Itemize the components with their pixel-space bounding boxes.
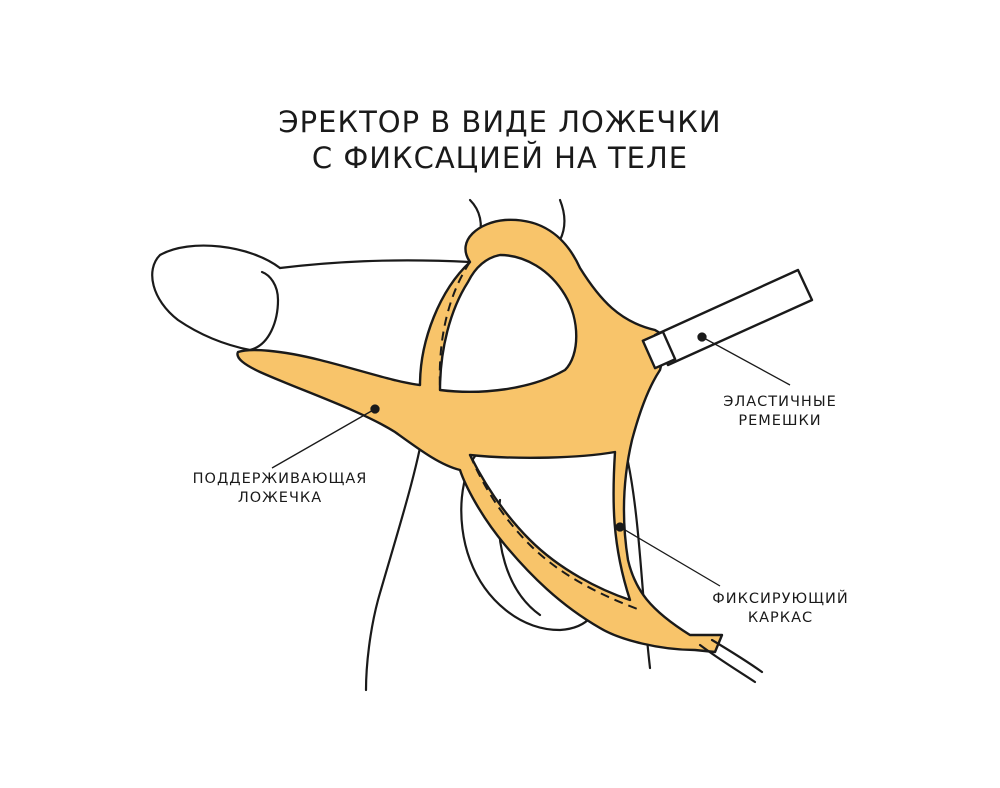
leader-dot-spoon — [370, 404, 380, 414]
thigh-outline-left — [364, 418, 427, 692]
title-line-1: ЭРЕКТОР В ВИДЕ ЛОЖЕЧКИ — [278, 105, 722, 139]
elastic-strap-upper — [653, 268, 814, 367]
leader-line-spoon — [271, 408, 376, 469]
glans-outline — [151, 244, 282, 352]
dashed-ring-left — [438, 261, 471, 389]
diagram-title: ЭРЕКТОР В ВИДЕ ЛОЖЕЧКИ С ФИКСАЦИЕЙ НА ТЕ… — [0, 104, 1000, 176]
label-frame-line-1: ФИКСИРУЮЩИЙ — [712, 591, 849, 607]
label-spoon-line-2: ЛОЖЕЧКА — [237, 490, 323, 506]
leg-outline — [558, 198, 566, 242]
label-spoon-line-1: ПОДДЕРЖИВАЮЩАЯ — [192, 471, 368, 487]
leader-dot-frame — [615, 522, 625, 532]
shaft-outline — [278, 259, 472, 270]
label-supporting-spoon: ПОДДЕРЖИВАЮЩАЯ ЛОЖЕЧКА — [180, 470, 380, 508]
elastic-strap-lower-2 — [710, 638, 764, 674]
testicle-outline-back — [460, 448, 600, 632]
elastic-strap-lower — [698, 643, 757, 684]
device-frame — [236, 218, 724, 654]
dashed-frame-lower — [469, 454, 641, 611]
label-frame-line-2: КАРКАС — [747, 610, 814, 626]
leader-line-straps — [701, 336, 791, 386]
label-fixing-frame: ФИКСИРУЮЩИЙ КАРКАС — [693, 590, 868, 628]
fixing-frame — [236, 218, 724, 654]
leader-line-frame — [619, 526, 721, 587]
label-elastic-straps: ЭЛАСТИЧНЫЕ РЕМЕШКИ — [705, 393, 855, 431]
leader-dot-straps — [697, 332, 707, 342]
label-straps-line-1: ЭЛАСТИЧНЫЕ — [723, 394, 837, 410]
title-line-2: С ФИКСАЦИЕЙ НА ТЕЛЕ — [311, 141, 689, 175]
label-straps-line-2: РЕМЕШКИ — [738, 413, 822, 429]
strap-buckle-upper — [641, 330, 677, 370]
